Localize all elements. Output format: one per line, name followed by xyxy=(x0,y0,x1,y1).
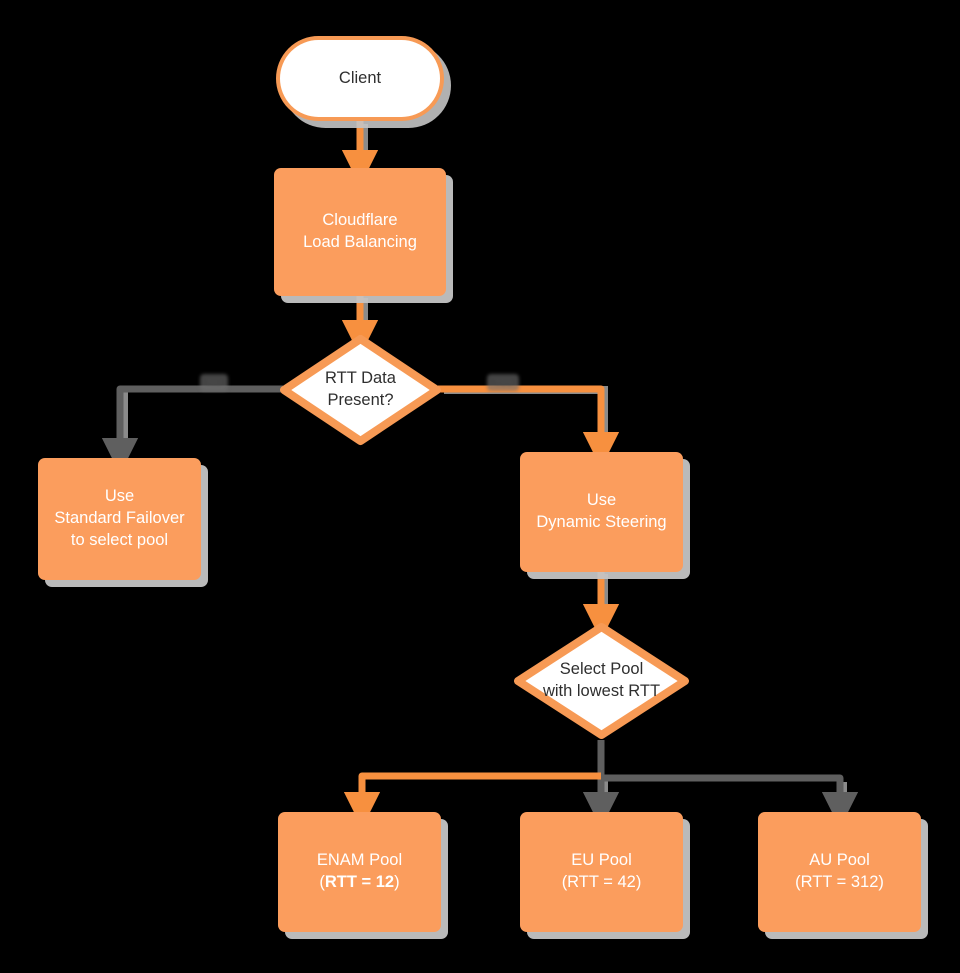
node-standard-failover-line-1: Use xyxy=(104,487,135,506)
node-select-pool-line-1: Select Pool xyxy=(559,660,644,679)
node-standard-failover-line-2: Standard Failover xyxy=(54,509,185,528)
node-au-pool-label: AU Pool (RTT = 312) xyxy=(789,850,890,894)
diamond-shape-rtt-data-present xyxy=(280,335,441,445)
node-au-pool-line-2: (RTT = 312) xyxy=(795,873,884,891)
node-eu-pool-label: EU Pool (RTT = 42) xyxy=(556,850,648,894)
node-enam-pool-label: ENAM Pool (RTT = 12) xyxy=(311,850,408,894)
node-select-pool-lowest-rtt[interactable]: Select Pool with lowest RTT xyxy=(511,620,692,742)
node-standard-failover-label: Use Standard Failover to select pool xyxy=(48,486,190,551)
node-dynamic-steering[interactable]: Use Dynamic Steering xyxy=(520,452,683,572)
node-rtt-data-present-line-2: Present? xyxy=(327,391,394,409)
edge-rtt-decision-to-dynamic-steering xyxy=(438,385,620,469)
edge-shadow-decision-steering xyxy=(444,386,608,452)
node-au-pool[interactable]: AU Pool (RTT = 312) xyxy=(758,812,921,932)
node-cloudflare-load-balancing-label: Cloudflare Load Balancing xyxy=(297,210,423,254)
edge-select-pool-to-au-pool xyxy=(601,774,859,829)
node-dynamic-steering-line-1: Use xyxy=(586,491,617,510)
diamond-shape-select-pool xyxy=(514,623,689,739)
edge-rtt-decision-to-standard-failover xyxy=(101,385,283,475)
edge-select-pool-to-enam-pool xyxy=(343,772,601,829)
node-enam-pool-line-1: ENAM Pool xyxy=(316,851,403,870)
node-standard-failover-line-3: to select pool xyxy=(70,530,169,549)
node-cloudflare-line-1: Cloudflare xyxy=(322,211,398,230)
node-enam-pool[interactable]: ENAM Pool (RTT = 12) xyxy=(278,812,441,932)
node-au-pool-line-1: AU Pool xyxy=(809,851,870,870)
node-enam-pool-rtt-value: RTT = 12 xyxy=(324,873,395,891)
edge-label-no: No xyxy=(200,374,229,391)
node-client-label: Client xyxy=(338,68,382,87)
node-enam-pool-paren-close: ) xyxy=(394,873,400,891)
node-rtt-data-present[interactable]: RTT Data Present? xyxy=(277,332,444,448)
node-select-pool-line-2: with lowest RTT xyxy=(542,682,661,700)
node-eu-pool[interactable]: EU Pool (RTT = 42) xyxy=(520,812,683,932)
node-dynamic-steering-line-2: Dynamic Steering xyxy=(536,513,667,531)
node-eu-pool-line-1: EU Pool xyxy=(571,851,632,870)
node-dynamic-steering-label: Use Dynamic Steering xyxy=(530,490,672,534)
edge-label-yes: Yes xyxy=(487,374,519,391)
node-client[interactable]: Client xyxy=(276,36,444,121)
node-rtt-data-present-line-1: RTT Data xyxy=(325,369,396,388)
node-cloudflare-load-balancing[interactable]: Cloudflare Load Balancing xyxy=(274,168,446,296)
node-select-pool-label: Select Pool with lowest RTT xyxy=(537,659,666,703)
node-enam-pool-line-2: (RTT = 12) xyxy=(317,872,402,894)
node-standard-failover[interactable]: Use Standard Failover to select pool xyxy=(38,458,201,580)
node-rtt-data-present-label: RTT Data Present? xyxy=(319,368,402,412)
node-eu-pool-line-2: (RTT = 42) xyxy=(561,873,642,891)
node-cloudflare-line-2: Load Balancing xyxy=(303,233,417,251)
node-enam-pool-paren-open: ( xyxy=(319,873,325,891)
